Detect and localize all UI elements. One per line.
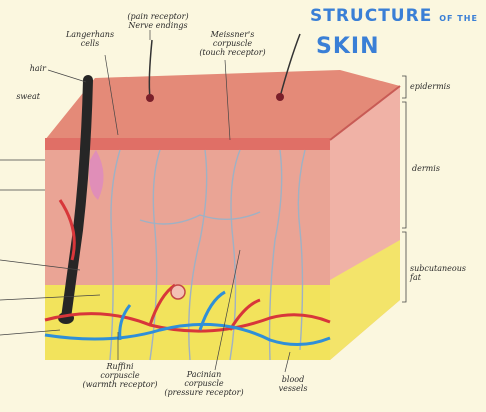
label-blood-vessels: blood vessels	[268, 375, 318, 393]
label-meissner-corpuscle: Meissner's corpuscle (touch receptor)	[190, 30, 275, 57]
title-line-2: SKIN	[316, 34, 380, 59]
title-word-structure: STRUCTURE	[310, 6, 432, 26]
layer-brackets	[402, 76, 406, 302]
label-langerhans-cells: Langerhans cells	[60, 30, 120, 48]
title-word-of-the: OF THE	[439, 14, 478, 23]
label-left-1: sweat	[0, 92, 40, 101]
label-dermis: dermis	[412, 164, 472, 173]
fat-front	[45, 285, 330, 360]
label-pacinian-corpuscle: Pacinian corpuscle (pressure receptor)	[160, 370, 248, 397]
label-epidermis: epidermis	[410, 82, 470, 91]
title-line-1: STRUCTURE OF THE	[310, 6, 478, 26]
pacinian-corpuscle	[171, 285, 185, 299]
label-hair: hair	[0, 64, 46, 73]
label-subcutaneous-fat: subcutaneous fat	[410, 264, 480, 282]
label-pain-receptor: (pain receptor) Nerve endings	[118, 12, 198, 30]
label-ruffini-corpuscle: Ruffini corpuscle (warmth receptor)	[80, 362, 160, 389]
